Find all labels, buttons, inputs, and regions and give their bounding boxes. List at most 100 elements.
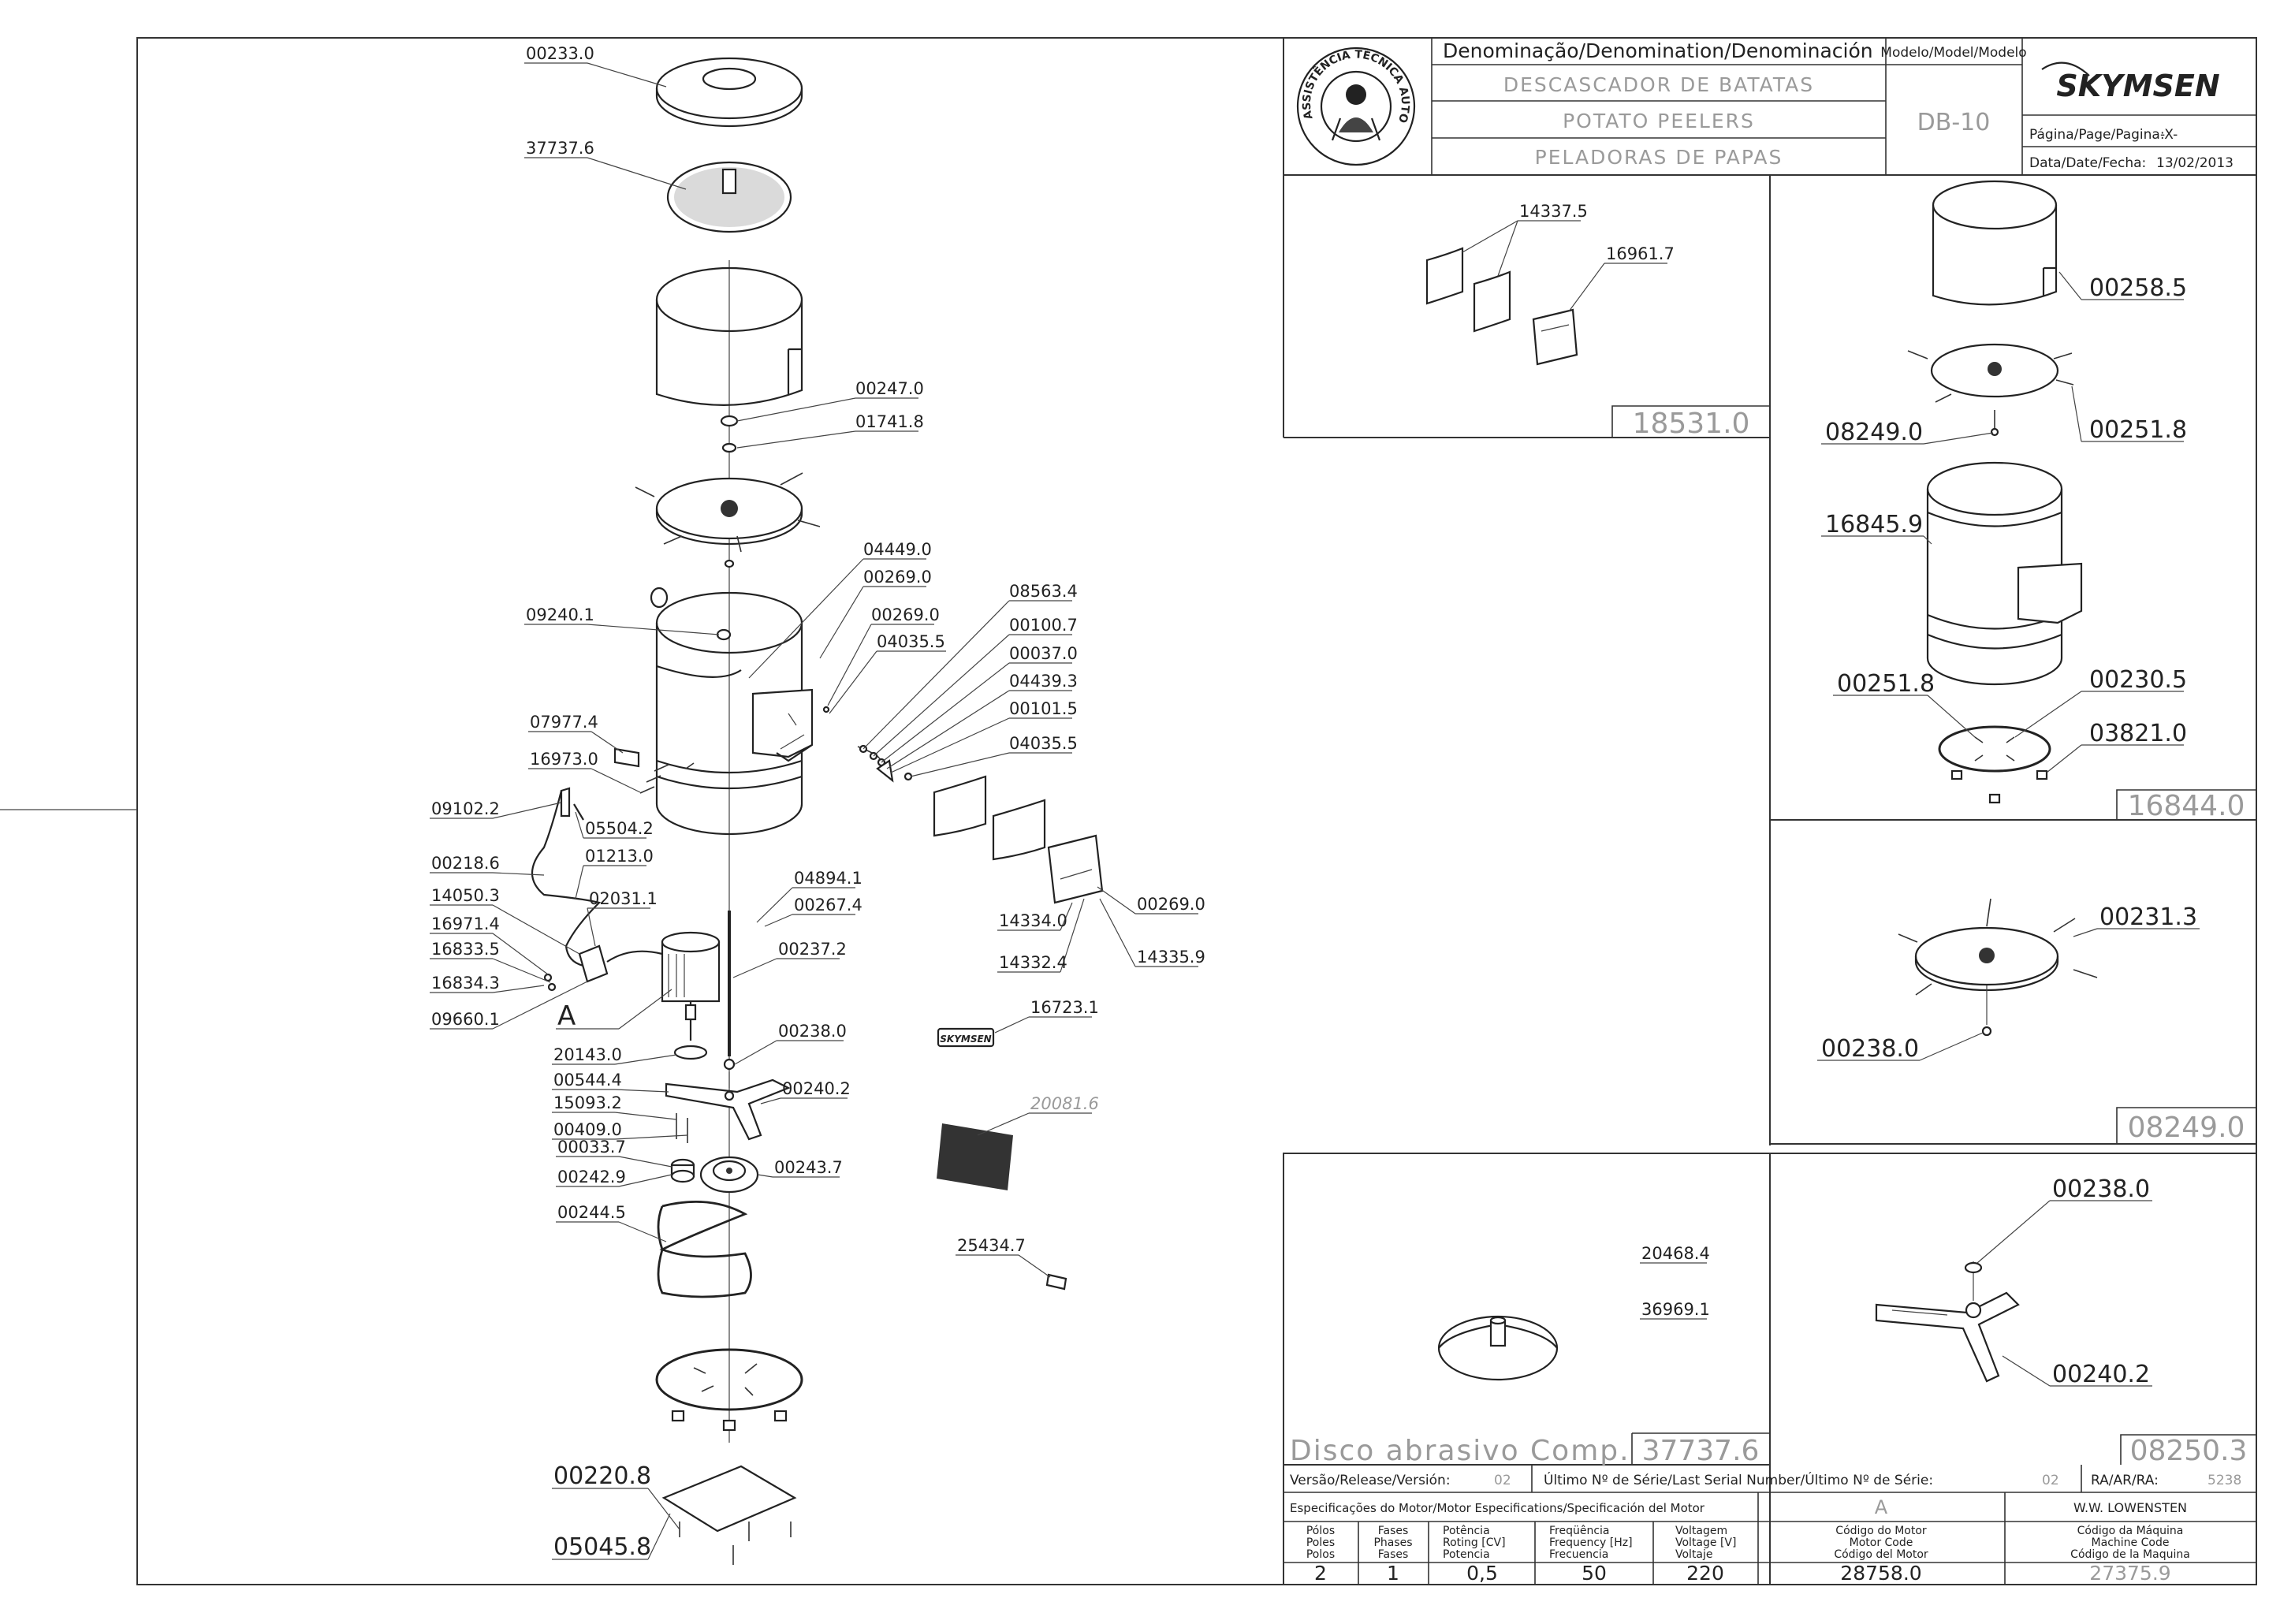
part-label: 00238.0: [1976, 1175, 2152, 1264]
part-top-cover: [655, 57, 803, 128]
svg-text:20468.4: 20468.4: [1641, 1244, 1710, 1263]
part-belt: [657, 1200, 752, 1298]
svg-text:Potência: Potência: [1443, 1525, 1490, 1537]
part-label: 16834.3: [430, 974, 545, 993]
svg-text:Voltaje: Voltaje: [1675, 1548, 1713, 1561]
svg-text:20143.0: 20143.0: [553, 1045, 622, 1064]
svg-text:00258.5: 00258.5: [2089, 274, 2187, 302]
svg-text:00409.0: 00409.0: [553, 1120, 622, 1139]
svg-text:Código da Máquina: Código da Máquina: [2077, 1525, 2184, 1537]
part-label: 00247.0: [736, 379, 924, 422]
svg-text:00269.0: 00269.0: [1137, 895, 1205, 914]
part-label: 00100.7: [873, 616, 1078, 757]
part-bottom-ring: [1938, 725, 2051, 804]
part-label: 00269.0: [827, 605, 940, 706]
part-label: 00269.0: [819, 568, 932, 659]
svg-text:15093.2: 15093.2: [553, 1093, 622, 1112]
title-block: ASSISTÊNCIA TÉCNICA AUTORIZADA Denominaç…: [0, 0, 2257, 176]
part-label-07977: [613, 747, 640, 768]
svg-text:Potencia: Potencia: [1443, 1548, 1490, 1561]
part-label: 25434.7: [956, 1236, 1051, 1278]
part-label: 07977.4: [528, 713, 624, 754]
svg-text:03821.0: 03821.0: [2089, 720, 2187, 747]
svg-text:00238.0: 00238.0: [1821, 1035, 1919, 1063]
svg-text:00230.5: 00230.5: [2089, 666, 2187, 694]
svg-text:00218.6: 00218.6: [431, 854, 500, 873]
name-pt: DESCASCADOR DE BATATAS: [1503, 73, 1814, 96]
svg-text:05045.8: 05045.8: [553, 1533, 651, 1561]
footer-table: Versão/Release/Versión: 02 Último Nº de …: [1283, 1465, 2256, 1585]
svg-text:09660.1: 09660.1: [431, 1010, 500, 1029]
part-abrasive-disc-detail: [1437, 1315, 1559, 1381]
panel-37737: 20468.4 36969.1 Disco abrasivo Comp. 377…: [1290, 1244, 1770, 1467]
part-label: 16723.1: [994, 998, 1099, 1034]
panel-08250: 00238.0 00240.2 08250.3: [1875, 1175, 2256, 1467]
part-label: 01213.0: [575, 847, 654, 900]
phases-value: 1: [1387, 1562, 1399, 1585]
date-value: 13/02/2013: [2156, 155, 2234, 171]
part-abrasive-disc: [666, 161, 792, 233]
svg-text:01213.0: 01213.0: [585, 847, 654, 866]
svg-text:00544.4: 00544.4: [553, 1071, 622, 1089]
svg-text:Pólos: Pólos: [1306, 1525, 1335, 1537]
svg-text:04439.3: 04439.3: [1009, 672, 1078, 691]
part-upper-cylinder: [655, 266, 803, 406]
serial-value: 02: [2042, 1473, 2059, 1488]
model-title: Modelo/Model/Modelo: [1880, 45, 2026, 61]
svg-text:14050.3: 14050.3: [431, 886, 500, 905]
part-label: 00258.5: [2058, 271, 2187, 302]
part-label: 04035.5: [910, 734, 1078, 777]
motor-header: A: [1875, 1496, 1888, 1518]
part-label: 05045.8: [552, 1513, 671, 1561]
part-label: 14337.5: [1462, 202, 1588, 277]
svg-text:Fases: Fases: [1378, 1525, 1409, 1537]
part-label: 00230.5: [2014, 666, 2187, 738]
svg-text:Código do Motor: Código do Motor: [1835, 1525, 1927, 1537]
part-label: 09240.1: [524, 605, 720, 635]
part-washer: [720, 415, 739, 427]
part-label: 05504.2: [575, 811, 654, 839]
part-label: 00251.8: [1833, 670, 1976, 738]
svg-text:Freqüência: Freqüência: [1549, 1525, 1610, 1537]
part-large-pulley: [699, 1156, 759, 1194]
disc-assembly: 37737.6: [1642, 1435, 1760, 1467]
part-bearing: [673, 1045, 708, 1060]
part-label: 16971.4: [430, 914, 549, 975]
svg-text:00269.0: 00269.0: [871, 605, 940, 624]
serial-label: Último Nº de Série/Last Serial Number/Úl…: [1544, 1471, 1933, 1488]
part-inner-body: [1926, 461, 2083, 686]
part-label: 15093.2: [552, 1093, 677, 1120]
svg-text:Código de la Maquina: Código de la Maquina: [2070, 1548, 2190, 1561]
part-plate: [1898, 898, 2098, 1037]
part-bracket: [665, 1072, 791, 1141]
part-label: 01741.8: [736, 412, 924, 449]
version-value: 02: [1494, 1473, 1511, 1488]
page-label: Página/Page/Pagina:: [2029, 127, 2165, 143]
assembly-code: 08249.0: [2116, 1107, 2256, 1144]
svg-text:00238.0: 00238.0: [778, 1022, 847, 1041]
part-label: 14335.9: [1099, 898, 1205, 967]
name-en: POTATO PEELERS: [1563, 110, 1755, 132]
part-label: 09660.1: [430, 981, 588, 1030]
part-label: 00269.0: [1097, 886, 1205, 914]
svg-text:20081.6: 20081.6: [1030, 1094, 1099, 1113]
part-label: 00244.5: [556, 1203, 667, 1242]
svg-text:04894.1: 04894.1: [794, 869, 862, 888]
part-label: 00220.8: [552, 1462, 680, 1530]
svg-text:16723.1: 16723.1: [1030, 998, 1099, 1017]
svg-text:14334.0: 14334.0: [999, 911, 1067, 930]
model-value: DB-10: [1917, 109, 1991, 136]
svg-text:18531.0: 18531.0: [1633, 408, 1750, 440]
part-label: 16833.5: [430, 940, 551, 983]
part-label: 20081.6: [977, 1094, 1099, 1136]
name-es: PELADORAS DE PAPAS: [1535, 146, 1783, 169]
main-part-labels: 00233.0 37737.6 00247.0 01741.8 04449.0 …: [430, 44, 1205, 1561]
svg-text:00240.2: 00240.2: [2052, 1361, 2150, 1388]
svg-text:00243.7: 00243.7: [774, 1158, 843, 1177]
svg-text:00033.7: 00033.7: [557, 1138, 626, 1157]
panel-frames: [1283, 175, 2256, 1585]
part-main-body: [650, 587, 814, 836]
brand-name: SKYMSEN: [2056, 69, 2219, 103]
svg-text:00240.2: 00240.2: [782, 1079, 851, 1098]
